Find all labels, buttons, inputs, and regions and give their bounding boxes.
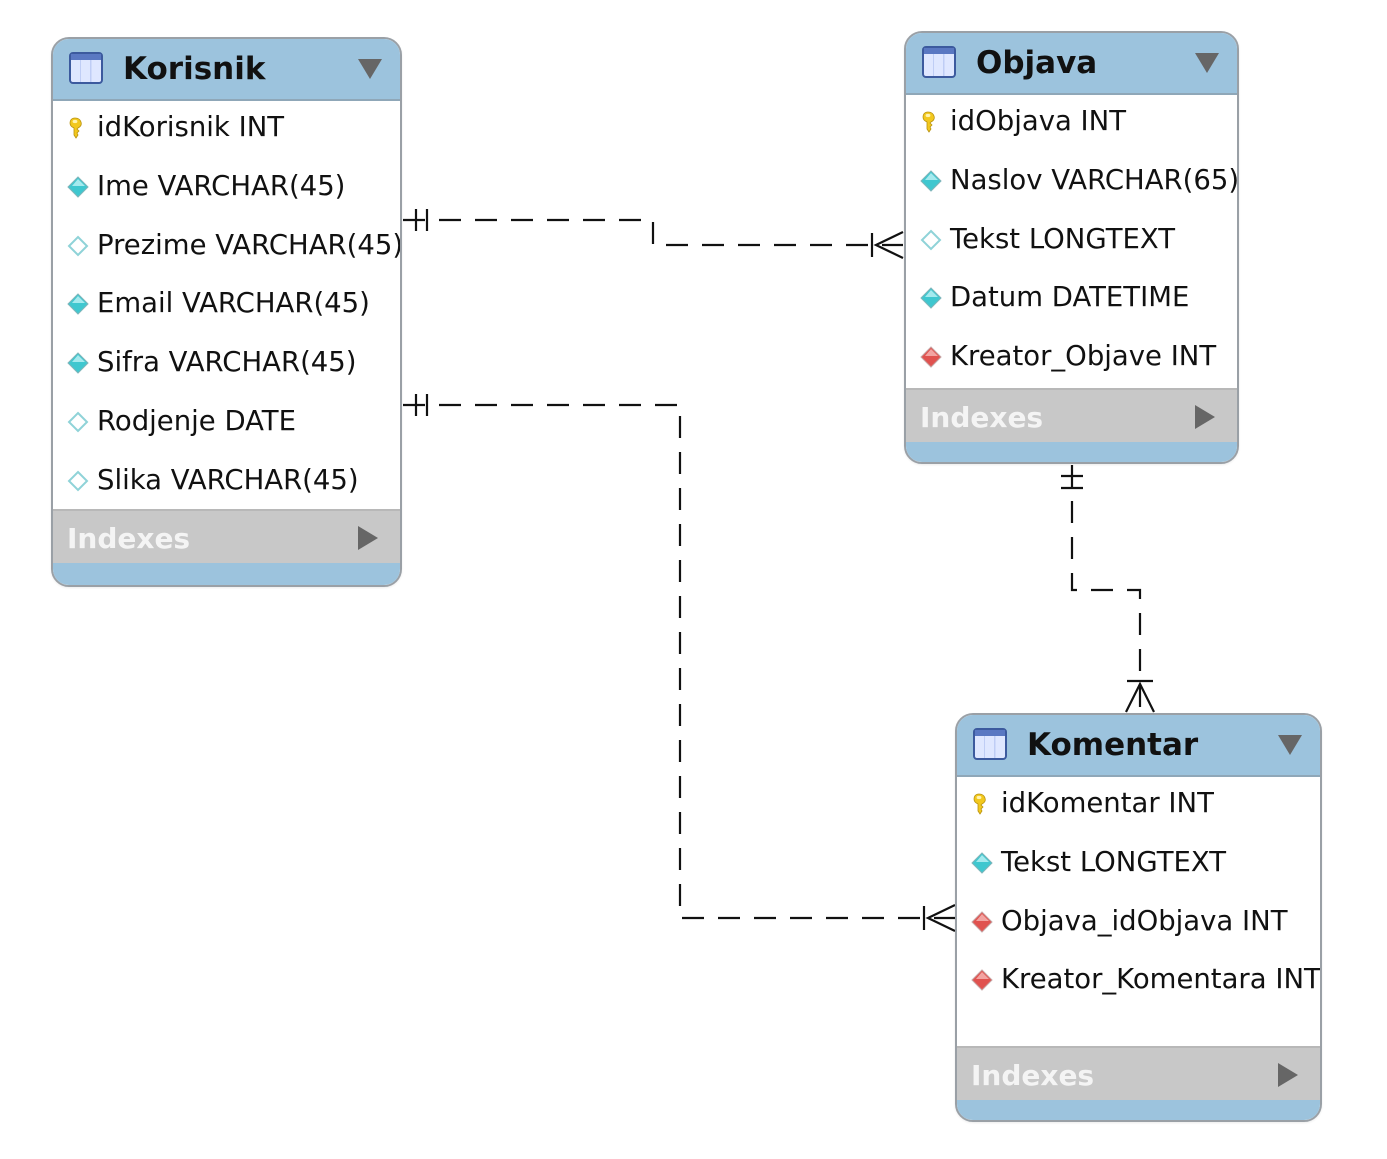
table-title: Korisnik	[123, 51, 266, 87]
nullable-column-icon	[67, 411, 89, 433]
primary-key-icon	[67, 117, 89, 139]
column-label: Slika VARCHAR(45)	[97, 463, 359, 496]
non-null-column-icon	[67, 352, 89, 374]
non-null-column-icon	[67, 176, 89, 198]
table-footer	[957, 1100, 1320, 1120]
column-row[interactable]: Naslov VARCHAR(65)	[906, 154, 1237, 213]
column-label: Objava_idObjava INT	[1001, 904, 1288, 937]
table-header[interactable]: Objava	[906, 33, 1237, 95]
column-row[interactable]: Objava_idObjava INT	[957, 895, 1320, 954]
indexes-label: Indexes	[971, 1059, 1095, 1092]
column-row[interactable]: Datum DATETIME	[906, 271, 1237, 330]
expand-arrow-icon[interactable]	[1195, 405, 1215, 429]
column-row[interactable]: idObjava INT	[906, 95, 1237, 154]
table-footer	[53, 563, 400, 585]
indexes-label: Indexes	[67, 522, 191, 555]
relationship-line	[403, 403, 955, 920]
primary-key-icon	[971, 793, 993, 815]
indexes-section[interactable]: Indexes	[957, 1046, 1320, 1102]
column-row[interactable]: Kreator_Komentara INT	[957, 953, 1320, 1012]
collapse-arrow-icon[interactable]	[358, 59, 382, 79]
column-row[interactable]: Ime VARCHAR(45)	[53, 160, 400, 219]
column-label: idKomentar INT	[1001, 787, 1214, 819]
column-label: Naslov VARCHAR(65)	[950, 163, 1239, 196]
table-komentar[interactable]: Komentar idKomentar INT Tekst LONGTEXT Obj…	[955, 713, 1322, 1122]
table-header[interactable]: Korisnik	[53, 39, 400, 101]
table-icon	[922, 46, 956, 78]
relationship-korisnik-objava[interactable]	[403, 209, 904, 259]
non-null-column-icon	[920, 170, 942, 192]
column-row[interactable]: idKorisnik INT	[53, 101, 400, 160]
expand-arrow-icon[interactable]	[358, 526, 378, 550]
foreign-key-icon	[920, 346, 942, 368]
non-null-column-icon	[67, 293, 89, 316]
table-title: Komentar	[1027, 727, 1199, 763]
column-list: idKorisnik INT Ime VARCHAR(45) Prezime VAR…	[53, 101, 400, 513]
column-label: Tekst LONGTEXT	[950, 222, 1176, 255]
relationship-line	[1070, 465, 1142, 712]
column-row[interactable]: Prezime VARCHAR(45)	[53, 219, 400, 278]
indexes-label: Indexes	[920, 401, 1044, 434]
indexes-section[interactable]: Indexes	[53, 509, 400, 565]
collapse-arrow-icon[interactable]	[1278, 735, 1302, 755]
column-row[interactable]: Tekst LONGTEXT	[906, 213, 1237, 272]
column-row[interactable]: Tekst LONGTEXT	[957, 836, 1320, 895]
column-label: Ime VARCHAR(45)	[97, 169, 346, 202]
table-korisnik[interactable]: Korisnik idKorisnik INT Ime VARCHAR(45) Pr…	[51, 37, 402, 587]
table-header[interactable]: Komentar	[957, 715, 1320, 777]
relationship-objava-komentar[interactable]	[1061, 465, 1155, 713]
column-row[interactable]: Rodjenje DATE	[53, 395, 400, 454]
column-row[interactable]: Sifra VARCHAR(45)	[53, 336, 400, 395]
table-title: Objava	[976, 45, 1098, 81]
many-crowsfoot-marker	[925, 904, 956, 932]
column-label: Rodjenje DATE	[97, 404, 296, 437]
column-list: idKomentar INT Tekst LONGTEXT Objava_idObj…	[957, 777, 1320, 1013]
column-label: Prezime VARCHAR(45)	[97, 228, 402, 261]
table-footer	[906, 442, 1237, 462]
column-row[interactable]: Email VARCHAR(45)	[53, 277, 400, 336]
column-row[interactable]: idKomentar INT	[957, 777, 1320, 836]
column-label: Tekst LONGTEXT	[1001, 845, 1227, 878]
nullable-column-icon	[67, 235, 89, 257]
column-row[interactable]: Kreator_Objave INT	[906, 330, 1237, 389]
foreign-key-icon	[971, 910, 993, 933]
column-label: idKorisnik INT	[97, 111, 285, 143]
non-null-column-icon	[971, 852, 993, 874]
many-crowsfoot-marker	[1125, 681, 1155, 713]
column-label: Kreator_Komentara INT	[1001, 963, 1321, 996]
primary-key-icon	[920, 111, 942, 133]
relationship-line	[403, 218, 903, 247]
column-row[interactable]: Slika VARCHAR(45)	[53, 454, 400, 513]
many-crowsfoot-marker	[873, 231, 904, 259]
table-objava[interactable]: Objava idObjava INT Naslov VARCHAR(65) Tek…	[904, 31, 1239, 464]
collapse-arrow-icon[interactable]	[1195, 53, 1219, 73]
table-icon	[973, 728, 1007, 760]
column-label: Sifra VARCHAR(45)	[97, 346, 357, 379]
nullable-column-icon	[67, 470, 89, 492]
expand-arrow-icon[interactable]	[1278, 1063, 1298, 1087]
indexes-section[interactable]: Indexes	[906, 388, 1237, 444]
column-label: Datum DATETIME	[950, 281, 1190, 314]
column-label: idObjava INT	[950, 105, 1127, 137]
column-label: Kreator_Objave INT	[950, 340, 1217, 373]
non-null-column-icon	[920, 287, 942, 310]
relationship-korisnik-komentar[interactable]	[403, 394, 956, 932]
column-label: Email VARCHAR(45)	[97, 287, 370, 320]
table-icon	[69, 52, 103, 84]
nullable-column-icon	[920, 229, 942, 251]
foreign-key-icon	[971, 969, 993, 992]
column-list: idObjava INT Naslov VARCHAR(65) Tekst LONG…	[906, 95, 1237, 389]
